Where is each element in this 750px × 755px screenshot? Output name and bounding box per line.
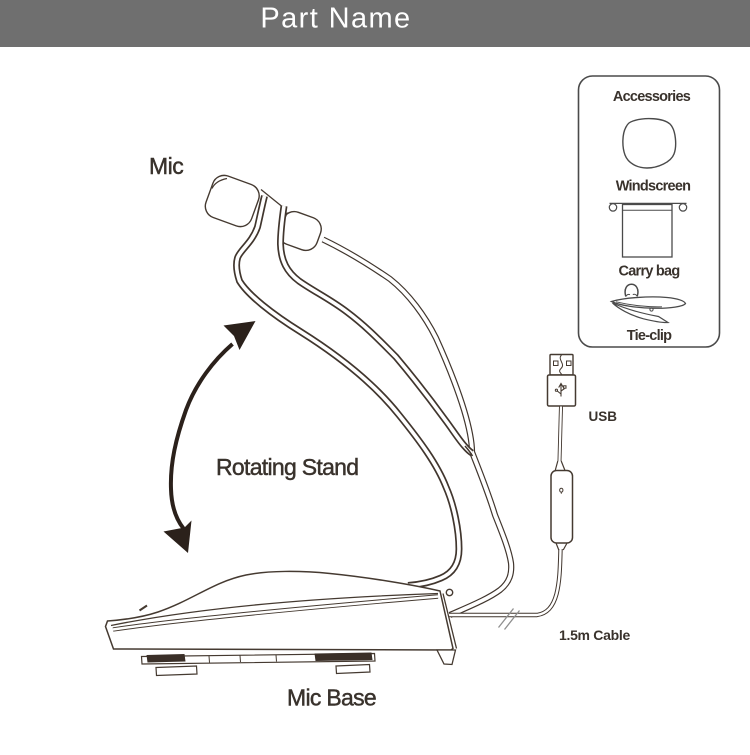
svg-text:1.5m Cable: 1.5m Cable (559, 627, 630, 643)
svg-text:Mic: Mic (149, 153, 183, 179)
svg-text:Rotating Stand: Rotating Stand (216, 454, 358, 480)
svg-text:Tie-clip: Tie-clip (627, 328, 672, 344)
svg-text:USB: USB (589, 409, 618, 424)
svg-text:Accessories: Accessories (613, 89, 691, 105)
svg-text:Mic Base: Mic Base (287, 685, 376, 711)
svg-text:Carry bag: Carry bag (619, 264, 680, 280)
svg-text:Windscreen: Windscreen (616, 179, 691, 195)
svg-text:Part Name: Part Name (260, 3, 411, 35)
